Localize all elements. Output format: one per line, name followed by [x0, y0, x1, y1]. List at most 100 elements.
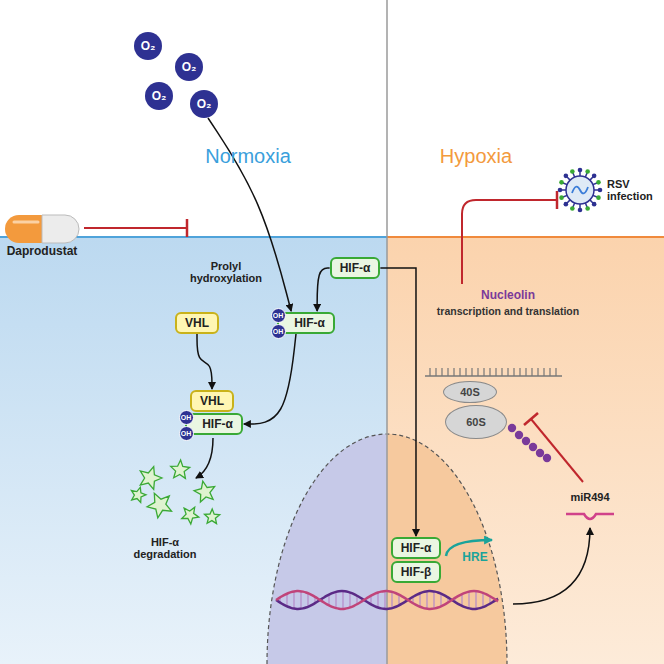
dna-rung — [475, 591, 476, 609]
process-label: Prolyl hydroxylation — [186, 260, 266, 284]
fragment — [147, 493, 171, 518]
node-text: O₂ — [141, 39, 156, 53]
dna-rung — [419, 593, 420, 607]
element-label: HRE — [462, 550, 487, 564]
mirna-arrow — [513, 528, 590, 604]
mrna-codons — [430, 368, 556, 376]
dna-rung — [349, 592, 350, 607]
codon — [447, 368, 448, 376]
mrna — [425, 375, 562, 377]
process-label: transcription and translation — [437, 305, 579, 317]
protein-box: HIF-α — [330, 257, 381, 279]
arrow-connector — [380, 268, 416, 536]
virus: RSV infection — [557, 167, 659, 213]
oxygen-molecule: O₂ — [145, 82, 173, 110]
virus-icon — [557, 167, 603, 213]
protein-box: VHL — [190, 390, 234, 412]
ribosome-subunit: 60S — [445, 405, 507, 439]
codon — [435, 368, 436, 376]
codon — [453, 368, 454, 376]
dna-rung — [286, 594, 287, 607]
protein-box: HIF-α — [391, 537, 442, 559]
node-text: OH — [273, 312, 284, 319]
codon — [477, 368, 478, 376]
fragment — [182, 507, 199, 524]
codon — [525, 368, 526, 376]
node-text: VHL — [200, 394, 224, 408]
node-text: HIF-α — [340, 261, 371, 275]
protein-box: VHL — [175, 312, 219, 334]
protein-box: HIF-β — [391, 561, 442, 583]
dna-rung — [461, 594, 462, 606]
node-text: HIF-α — [202, 417, 233, 431]
codon — [489, 368, 490, 376]
codon — [513, 368, 514, 376]
protein-box: HIF-α — [277, 312, 335, 334]
ribosome-subunit: 40S — [443, 381, 497, 403]
hydroxyl-group: OH — [271, 308, 286, 323]
degradation-arrow — [196, 438, 213, 478]
node-text: 60S — [466, 416, 486, 428]
amino-acid — [536, 449, 544, 457]
dna-rung — [468, 592, 469, 609]
inhibition-bar — [186, 219, 189, 237]
codon — [537, 368, 538, 376]
cell-membrane — [387, 236, 664, 238]
dna-rung — [307, 593, 308, 607]
hydroxyl-group: OH — [271, 324, 286, 339]
codon — [495, 368, 496, 376]
mirna-label: miR494 — [570, 491, 609, 503]
process-label: HIF-α degradation — [125, 536, 205, 560]
dna-strand — [276, 591, 498, 609]
oxygen-molecule: O₂ — [190, 90, 218, 118]
mirna-hairpin — [566, 514, 614, 519]
codon — [519, 368, 520, 376]
degraded-fragments — [131, 460, 219, 524]
inhibition-line — [84, 227, 186, 229]
panel-title: Normoxia — [205, 145, 291, 168]
hydroxyl-group: OH — [179, 426, 194, 441]
codon — [459, 368, 460, 376]
node-text: HIF-α — [294, 316, 325, 330]
node-text: Daprodustat — [7, 244, 78, 258]
fragment — [131, 487, 146, 502]
panel-title: Hypoxia — [440, 145, 512, 168]
fragment — [194, 481, 215, 502]
oxygen-molecule: O₂ — [134, 32, 162, 60]
codon — [483, 368, 484, 376]
fragment — [140, 467, 162, 490]
dna-rung — [293, 591, 294, 608]
node-text: HIF-α — [401, 541, 432, 555]
node-text: OH — [273, 328, 284, 335]
node-text: O₂ — [152, 89, 167, 103]
dna-strand — [276, 591, 498, 609]
node-text: RSV infection — [607, 178, 659, 202]
drug-pill: Daprodustat — [4, 214, 80, 258]
codon — [441, 368, 442, 376]
nascent-peptide — [508, 424, 551, 462]
node-text: OH — [181, 430, 192, 437]
codon — [465, 368, 466, 376]
dna-rung — [300, 591, 301, 609]
inhibition-bar — [556, 191, 559, 209]
fragment — [171, 460, 190, 478]
codon — [543, 368, 544, 376]
inhibition-line — [531, 419, 583, 482]
dna-rung — [440, 594, 441, 607]
codon — [507, 368, 508, 376]
dna-rung — [377, 592, 378, 607]
protein-box: HIF-α — [185, 413, 243, 435]
nucleus-hypoxia — [387, 434, 507, 664]
codon — [501, 368, 502, 376]
amino-acid — [508, 424, 516, 432]
nucleus-normoxia — [267, 434, 387, 664]
node-text: O₂ — [182, 60, 197, 74]
dna-rung — [433, 591, 434, 608]
dna-rung — [384, 591, 385, 609]
dna-rung — [426, 591, 427, 609]
inhibition-line — [462, 200, 556, 284]
amino-acid — [515, 431, 523, 439]
node-text: HIF-β — [401, 565, 432, 579]
